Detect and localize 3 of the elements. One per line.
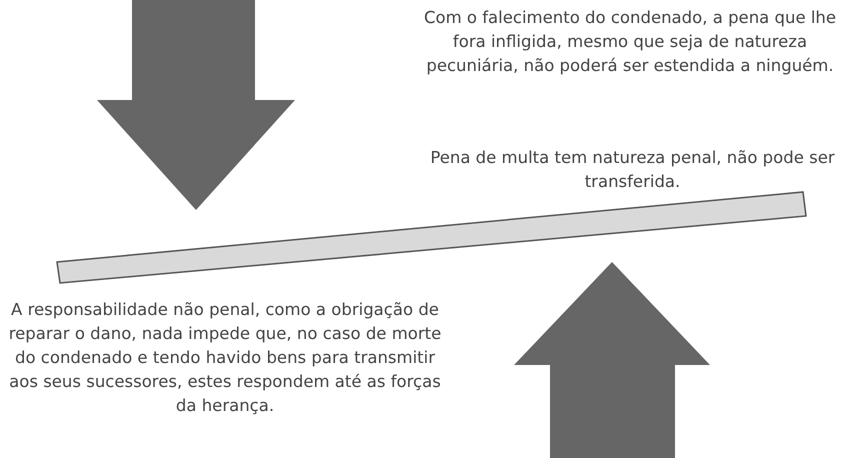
note-text: A responsabilidade não penal, como a obrigação de reparar o dano, nada impede que, no caso de morte do condenado e tendo havido bens para transmitir aos seus sucessores, estes respondem até as forças da herança. [8,299,442,417]
note-text: Pena de multa tem natureza penal, não pode ser transferida. [429,147,836,193]
note-text: Com o falecimento do condenado, a pena que lhe fora infligida, mesmo que seja de natureza pecuniária, não poderá ser estendida a ninguém. [422,7,838,77]
